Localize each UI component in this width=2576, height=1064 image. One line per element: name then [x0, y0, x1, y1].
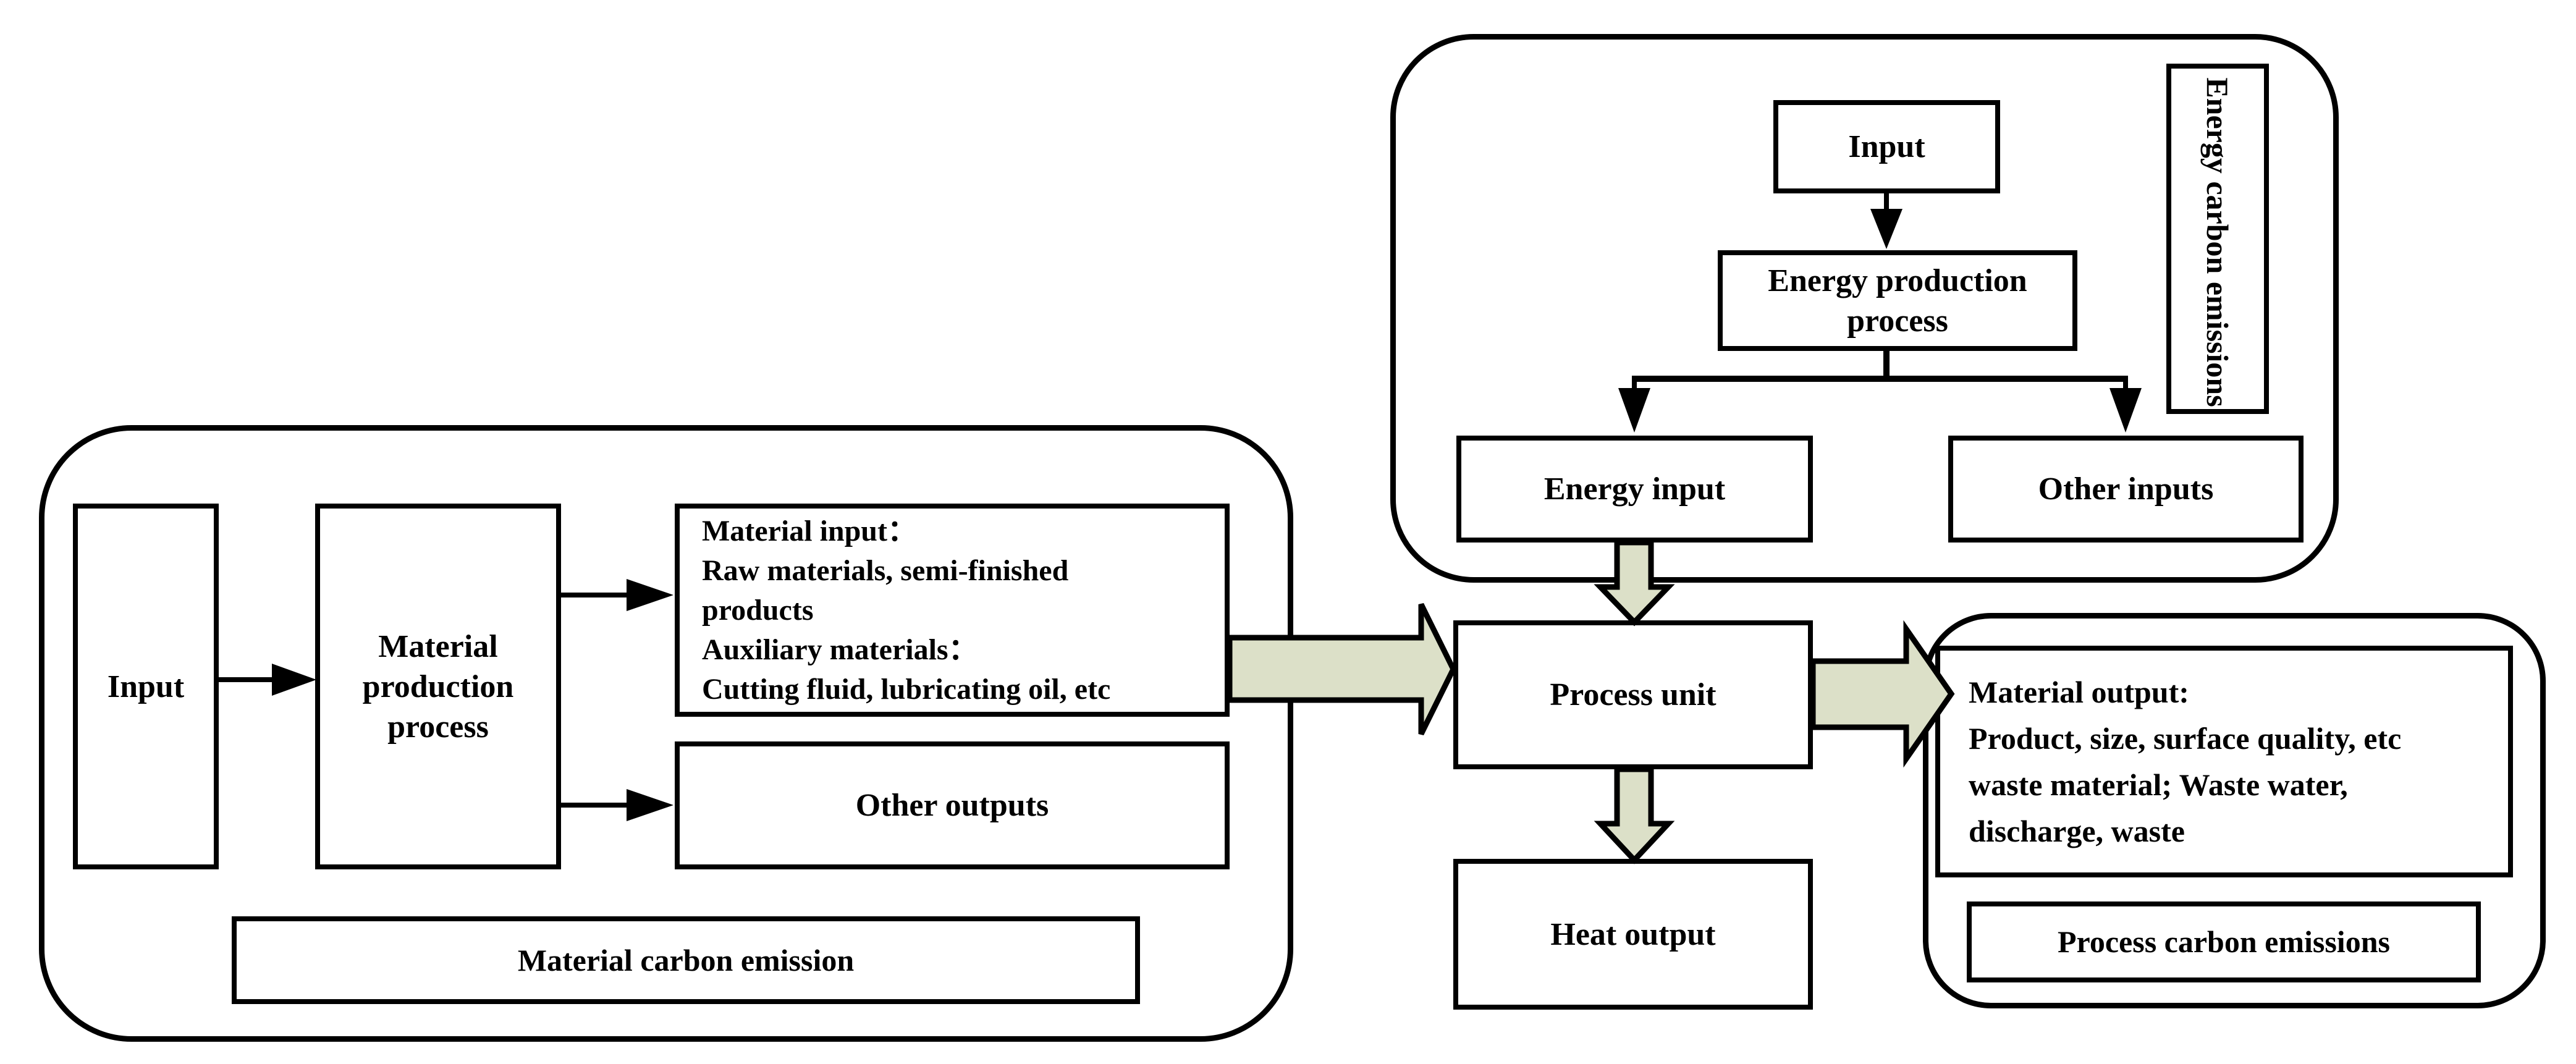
energy-production-process-label: Energy production process: [1768, 263, 2027, 339]
other-outputs-label: Other outputs: [855, 788, 1049, 823]
material-input-line: Cutting fluid, lubricating oil, etc: [702, 672, 1111, 706]
material-input-line: Auxiliary materials：: [702, 633, 978, 666]
material-output-line: discharge, waste: [1969, 813, 2185, 848]
material-input-source-label: Input: [107, 669, 185, 704]
material-input-line: Raw materials, semi-finished: [702, 554, 1069, 587]
material-output-line: Material output:: [1969, 674, 2189, 709]
block-arrow-process-to-heat-output: [1594, 766, 1675, 864]
energy-input-source-box: Input: [1773, 100, 2000, 193]
material-carbon-emission-caption: Material carbon emission: [517, 942, 855, 977]
heat-output-label: Heat output: [1550, 916, 1716, 952]
material-output-detail-box: Material output: Product, size, surface …: [1935, 646, 2513, 877]
energy-input-box: Energy input: [1456, 436, 1813, 543]
material-output-line: Product, size, surface quality, etc: [1969, 720, 2402, 756]
energy-input-source-label: Input: [1848, 129, 1925, 164]
energy-input-label: Energy input: [1543, 471, 1726, 507]
process-carbon-emissions-caption-box: Process carbon emissions: [1967, 901, 2481, 982]
block-arrow-down-icon: [1594, 766, 1675, 864]
other-outputs-box: Other outputs: [675, 741, 1230, 869]
process-unit-box: Process unit: [1453, 620, 1813, 769]
material-input-line: Material input：: [702, 514, 917, 547]
other-inputs-box: Other inputs: [1948, 436, 2304, 543]
material-input-source-box: Input: [73, 504, 219, 869]
material-input-detail-box: Material input： Raw materials, semi-fini…: [675, 504, 1230, 717]
process-carbon-emissions-caption: Process carbon emissions: [2058, 924, 2390, 960]
material-output-line: waste material; Waste water,: [1969, 767, 2348, 802]
energy-carbon-emissions-side-label: Energy carbon emissions: [2200, 77, 2235, 407]
other-inputs-label: Other inputs: [2038, 471, 2214, 507]
process-unit-label: Process unit: [1550, 677, 1717, 712]
heat-output-box: Heat output: [1453, 859, 1813, 1010]
material-carbon-emission-caption-box: Material carbon emission: [232, 916, 1140, 1004]
material-input-line: products: [702, 593, 814, 627]
energy-production-process-box: Energy production process: [1718, 250, 2077, 351]
material-production-process-box: Material production process: [315, 504, 561, 869]
energy-carbon-emissions-side-label-box: Energy carbon emissions: [2166, 64, 2269, 414]
material-production-process-label: Material production process: [362, 628, 514, 745]
